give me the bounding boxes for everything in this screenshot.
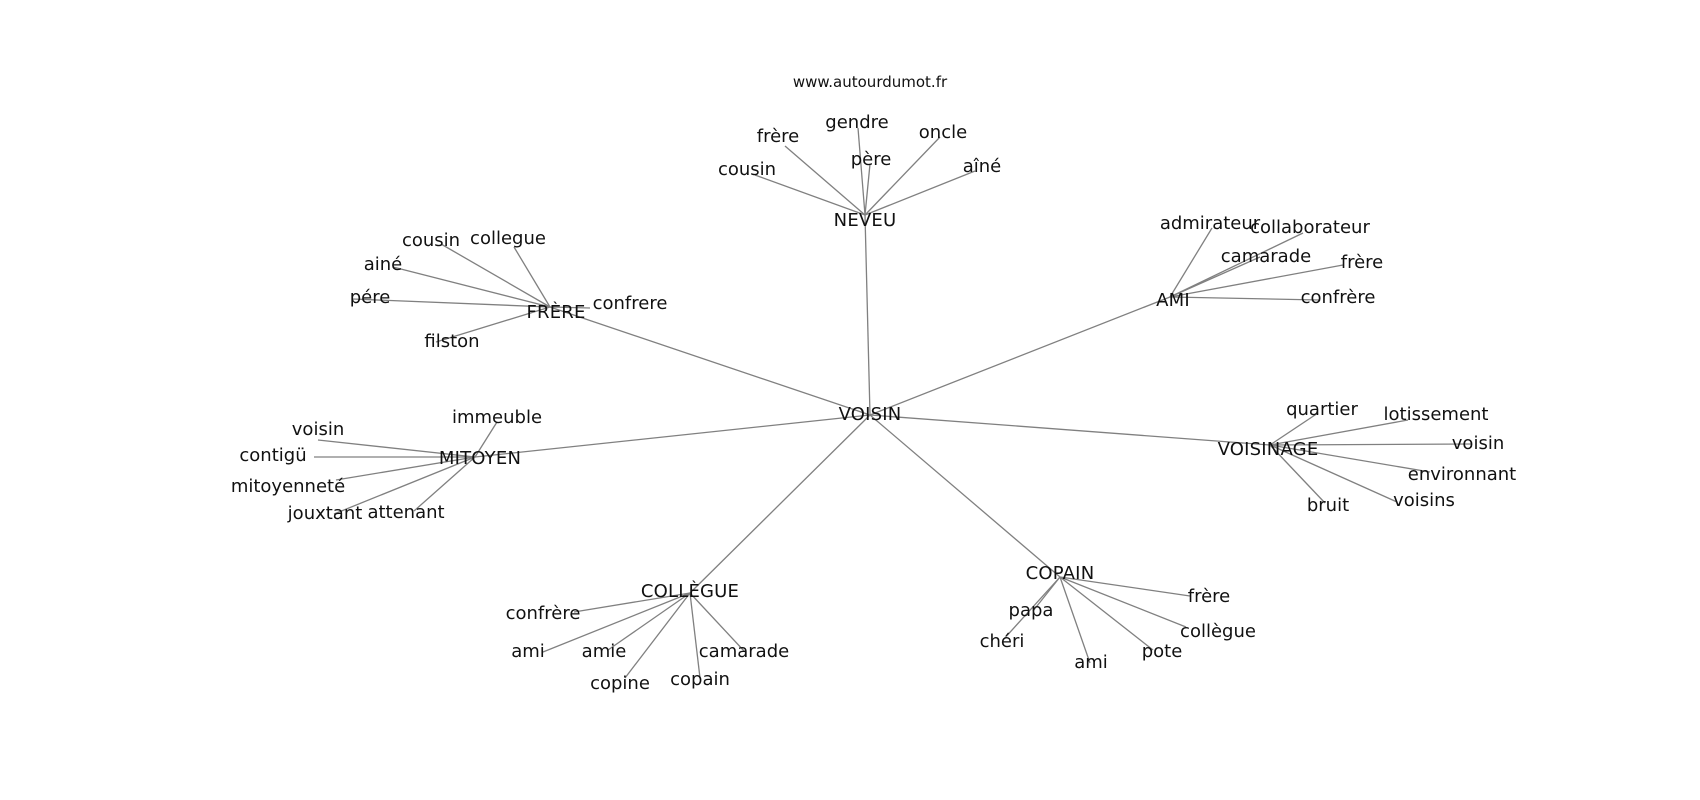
edge-voisinage-voisins [1269, 444, 1398, 503]
leaf-node-collegue-ami[interactable]: ami [511, 641, 545, 662]
hub-node-collegue[interactable]: COLLÈGUE [640, 581, 740, 602]
leaf-node-neveu-oncle[interactable]: oncle [918, 122, 968, 143]
edge-ami-frere [1169, 264, 1344, 298]
leaf-node-frere-pere[interactable]: pére [349, 287, 391, 308]
leaf-node-neveu-pere[interactable]: père [850, 149, 892, 170]
edge-frere-filston [435, 306, 551, 343]
leaf-node-ami-admirateur[interactable]: admirateur [1159, 213, 1261, 234]
edge-center-collegue [689, 414, 871, 594]
edge-center-copain [869, 414, 1061, 578]
leaf-node-frere-collegue[interactable]: collegue [470, 228, 546, 249]
leaf-node-ami-collaborateur[interactable]: collaborateur [1250, 217, 1370, 238]
edge-center-neveu [864, 214, 871, 416]
leaf-node-frere-filston[interactable]: filston [424, 331, 480, 352]
edge-collegue-confrere [573, 592, 691, 613]
edge-center-frere [549, 306, 871, 416]
hub-node-copain[interactable]: COPAIN [1025, 563, 1095, 584]
leaf-node-voisinage-environnant[interactable]: environnant [1407, 464, 1517, 485]
edge-mitoyen-immeuble [474, 421, 498, 458]
leaf-node-collegue-copine[interactable]: copine [590, 673, 650, 694]
leaf-node-ami-frere[interactable]: frère [1340, 252, 1384, 273]
leaf-node-mitoyen-attenant[interactable]: attenant [367, 502, 445, 523]
leaf-node-voisinage-bruit[interactable]: bruit [1306, 495, 1350, 516]
leaf-node-collegue-camarade[interactable]: camarade [698, 641, 790, 662]
leaf-node-voisinage-voisins[interactable]: voisins [1393, 490, 1455, 511]
leaf-node-collegue-confrere[interactable]: confrère [505, 603, 581, 624]
leaf-node-mitoyen-mitoyennete[interactable]: mitoyenneté [230, 476, 346, 497]
edge-collegue-ami [542, 592, 691, 653]
leaf-node-neveu-frere[interactable]: frère [756, 126, 800, 147]
edge-center-ami [869, 296, 1171, 416]
leaf-node-voisinage-lotissement[interactable]: lotissement [1383, 404, 1489, 425]
edge-copain-ami [1059, 576, 1091, 664]
edge-neveu-cousin [754, 174, 866, 216]
leaf-node-neveu-gendre[interactable]: gendre [825, 112, 889, 133]
leaf-node-copain-ami[interactable]: ami [1074, 652, 1108, 673]
leaf-node-collegue-copain[interactable]: copain [670, 669, 730, 690]
edge-copain-pote [1059, 576, 1154, 651]
leaf-node-frere-confrere[interactable]: confrere [592, 293, 668, 314]
leaf-node-collegue-amie[interactable]: amie [581, 641, 627, 662]
edge-mitoyen-attenant [413, 456, 476, 512]
edge-mitoyen-jouxtant [333, 456, 476, 515]
edge-voisinage-voisin [1269, 443, 1473, 446]
edge-voisinage-lotissement [1269, 419, 1409, 446]
leaf-node-copain-cheri[interactable]: chéri [979, 631, 1025, 652]
leaf-node-copain-frere[interactable]: frère [1187, 586, 1231, 607]
edge-neveu-gendre [857, 127, 866, 216]
edge-collegue-copain [689, 592, 701, 679]
hub-node-mitoyen[interactable]: MITOYEN [438, 448, 522, 469]
center-node-voisin[interactable]: VOISIN [838, 404, 902, 425]
edge-ami-admirateur [1169, 227, 1213, 298]
hub-node-ami[interactable]: AMI [1156, 290, 1190, 311]
edge-neveu-frere [784, 145, 866, 216]
hub-node-frere[interactable]: FRÈRE [526, 302, 586, 323]
leaf-node-copain-collegue[interactable]: collègue [1180, 621, 1256, 642]
leaf-node-ami-confrere[interactable]: confrère [1300, 287, 1376, 308]
leaf-node-mitoyen-jouxtant[interactable]: jouxtant [287, 503, 363, 524]
leaf-node-frere-cousin[interactable]: cousin [401, 230, 461, 251]
site-watermark: www.autourdumot.fr [792, 73, 948, 91]
edge-mitoyen-voisin [317, 439, 476, 458]
leaf-node-mitoyen-voisin[interactable]: voisin [291, 419, 345, 440]
leaf-node-frere-aine[interactable]: ainé [363, 254, 403, 275]
leaf-node-mitoyen-contigu[interactable]: contigü [239, 445, 307, 466]
leaf-node-neveu-cousin[interactable]: cousin [717, 159, 777, 180]
edge-voisinage-environnant [1269, 444, 1431, 473]
edge-copain-frere [1059, 576, 1191, 597]
edge-ami-camarade [1169, 256, 1261, 298]
edge-mitoyen-mitoyennete [335, 456, 476, 481]
edge-voisinage-bruit [1269, 444, 1326, 504]
leaf-node-mitoyen-immeuble[interactable]: immeuble [451, 407, 543, 428]
edge-collegue-camarade [689, 592, 746, 653]
edge-neveu-pere [864, 163, 871, 216]
edge-ami-confrere [1169, 296, 1321, 301]
edge-ami-collaborateur [1169, 232, 1304, 298]
edge-copain-cheri [1002, 576, 1061, 641]
edge-frere-pere [352, 298, 551, 308]
leaf-node-voisinage-voisin[interactable]: voisin [1451, 433, 1505, 454]
edge-frere-aine [392, 266, 551, 308]
leaf-node-neveu-aine[interactable]: aîné [962, 156, 1002, 177]
leaf-node-copain-pote[interactable]: pote [1141, 641, 1183, 662]
edge-collegue-copine [624, 592, 691, 679]
edge-frere-collegue [513, 246, 551, 308]
edge-frere-cousin [440, 243, 551, 308]
edge-center-voisinage [869, 414, 1271, 446]
edge-collegue-amie [607, 592, 691, 651]
edge-voisinage-quartier [1269, 412, 1319, 446]
edge-frere-confrere [549, 306, 591, 309]
edge-copain-collegue [1059, 576, 1187, 628]
hub-node-voisinage[interactable]: VOISINAGE [1217, 439, 1319, 460]
edge-neveu-oncle [864, 136, 941, 216]
leaf-node-ami-camarade[interactable]: camarade [1220, 246, 1312, 267]
hub-node-neveu[interactable]: NEVEU [833, 210, 897, 231]
edge-neveu-aine [864, 170, 976, 216]
edge-center-mitoyen [474, 414, 871, 458]
leaf-node-copain-papa[interactable]: papa [1008, 600, 1054, 621]
leaf-node-voisinage-quartier[interactable]: quartier [1286, 399, 1358, 420]
